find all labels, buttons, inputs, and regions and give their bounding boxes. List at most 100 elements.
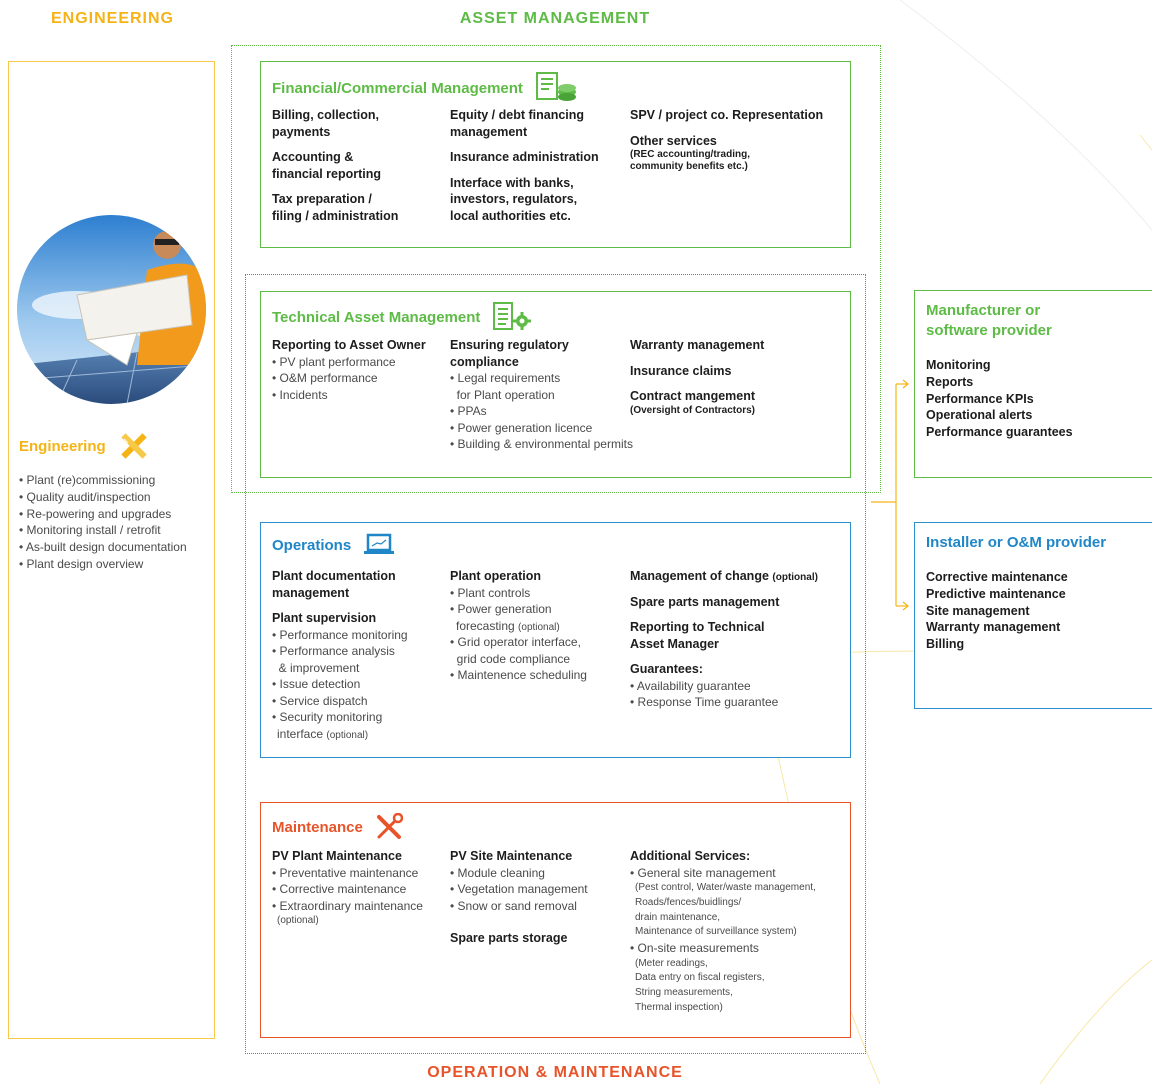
list-item: • Security monitoring <box>272 710 383 724</box>
text: Plant operation <box>450 569 541 583</box>
list-item: • Plant controls <box>450 585 531 600</box>
list-item: Reports <box>926 374 974 389</box>
engineering-heading: ENGINEERING <box>50 10 174 27</box>
text: (Pest control, Water/waste management, <box>635 882 816 893</box>
text: (Meter readings, <box>635 957 708 969</box>
text: Roads/fences/buidlings/ <box>635 896 742 908</box>
text: Insurance administration <box>450 150 599 164</box>
text: Contract mangement <box>630 389 756 403</box>
text: String measurements, <box>635 987 733 999</box>
text: Warranty management <box>630 338 765 352</box>
list-item: • PV plant performance <box>272 354 396 369</box>
installer-box: Installer or O&M provider Corrective mai… <box>914 522 1152 709</box>
text: Asset Manager <box>630 636 719 651</box>
list-item: • Performance analysis <box>272 644 395 658</box>
measurement-details: (Meter readings, Data entry on fiscal re… <box>630 957 845 1016</box>
list-item: • Issue detection <box>272 677 361 691</box>
pencil-ruler-icon <box>120 433 147 459</box>
text: Accounting & <box>272 150 354 164</box>
technical-asset-management-box: Technical Asset Management Reporting to … <box>260 291 851 478</box>
text: payments <box>272 124 331 139</box>
maintenance-col-1: PV Plant Maintenance • Preventative main… <box>272 848 447 927</box>
list-item: • Incidents <box>272 387 328 402</box>
text: Other services <box>630 133 717 148</box>
text: Interface with banks, <box>450 175 574 190</box>
text: (optional) <box>326 729 369 741</box>
list-item: Monitoring <box>926 358 991 372</box>
list-item: • On-site measurements <box>630 941 759 956</box>
list-item: • As-built design documentation <box>19 540 187 555</box>
text: Reporting to Asset Owner <box>272 338 426 352</box>
list-item: • General site management <box>630 865 776 880</box>
text: Data entry on fiscal registers, <box>635 972 765 984</box>
engineer-photo <box>17 215 206 404</box>
text: Ensuring regulatory <box>450 338 569 352</box>
text: Equity / debt financing <box>450 108 585 122</box>
text: local authorities etc. <box>450 208 571 223</box>
maintenance-col-2: PV Site Maintenance • Module cleaning • … <box>450 848 630 947</box>
asset-management-heading: ASSET MANAGEMENT <box>459 10 651 27</box>
list-item: • Module cleaning <box>450 865 545 880</box>
operations-title: Operations <box>272 533 395 557</box>
list-item: • Power generation <box>450 602 552 616</box>
list-item: • Response Time guarantee <box>630 695 779 709</box>
text: Plant supervision <box>272 611 377 625</box>
text: Billing, collection, <box>272 108 379 122</box>
text: management <box>450 124 528 139</box>
list-item: & improvement <box>272 660 360 675</box>
text: management <box>272 585 350 600</box>
laptop-chart-icon <box>364 533 395 554</box>
text: Guarantees: <box>630 662 703 676</box>
text: Thermal inspection) <box>635 1002 723 1014</box>
text: compliance <box>450 354 519 369</box>
list-item: Warranty management <box>926 620 1061 635</box>
maintenance-col-3: Additional Services: • General site mana… <box>630 848 845 1016</box>
list-item: • Plant design overview <box>19 556 144 571</box>
list-item: Site management <box>926 603 1030 618</box>
text: Additional Services: <box>630 849 751 863</box>
list-item: • Power generation licence <box>450 420 593 435</box>
list-item: • Building & environmental permits <box>450 437 633 451</box>
list-item: forecasting (optional) <box>450 618 630 635</box>
text: interface <box>277 726 324 741</box>
operations-title-text: Operations <box>272 536 352 554</box>
list-item: interface (optional) <box>272 726 447 743</box>
asset-management-frame <box>231 45 881 493</box>
list-item: • Legal requirements <box>450 371 561 385</box>
list-item: • O&M performance <box>272 371 378 385</box>
text: Management of change <box>630 569 769 583</box>
maintenance-box: Maintenance PV Plant Maintenance • Preve… <box>260 802 851 1038</box>
list-item: Operational alerts <box>926 408 1033 423</box>
financial-col-2: Equity / debt financing management Insur… <box>450 107 625 224</box>
text: Spare parts management <box>630 594 780 609</box>
financial-title-text: Financial/Commercial Management <box>272 79 523 97</box>
invoice-coins-icon <box>535 72 576 101</box>
wrench-screwdriver-icon <box>376 813 403 839</box>
list-item: • Maintenence scheduling <box>450 668 587 682</box>
text: (optional) <box>518 621 560 633</box>
operations-col-1: Plant documentation management Plant sup… <box>272 568 447 742</box>
technical-asset-management-title: Technical Asset Management <box>272 302 532 332</box>
text: Manufacturer or <box>926 302 1041 319</box>
list-item: • Quality audit/inspection <box>19 489 151 504</box>
text: (REC accounting/trading, <box>630 149 750 160</box>
technical-col-1: Reporting to Asset Owner • PV plant perf… <box>272 337 447 403</box>
list-item: for Plant operation <box>450 387 555 402</box>
financial-col-3: SPV / project co. Representation Other s… <box>630 107 845 173</box>
list-item: • Snow or sand removal <box>450 898 577 913</box>
checklist-gear-icon <box>493 302 532 330</box>
list-item: • Preventative maintenance <box>272 865 419 880</box>
operations-box: Operations Plant documentation managemen… <box>260 522 851 758</box>
text: Spare parts storage <box>450 931 568 945</box>
list-item: • Plant (re)commissioning <box>19 473 156 487</box>
list-item: Billing <box>926 637 965 652</box>
technical-title-text: Technical Asset Management <box>272 308 481 326</box>
text: filing / administration <box>272 208 399 223</box>
list-item: • Grid operator interface, <box>450 635 581 649</box>
text: Insurance claims <box>630 363 732 378</box>
list-item: • PPAs <box>450 404 487 418</box>
text: Management of change (optional) <box>630 568 845 585</box>
text: PV Plant Maintenance <box>272 849 402 863</box>
text: software provider <box>926 322 1052 339</box>
text: Tax preparation / <box>272 192 372 206</box>
